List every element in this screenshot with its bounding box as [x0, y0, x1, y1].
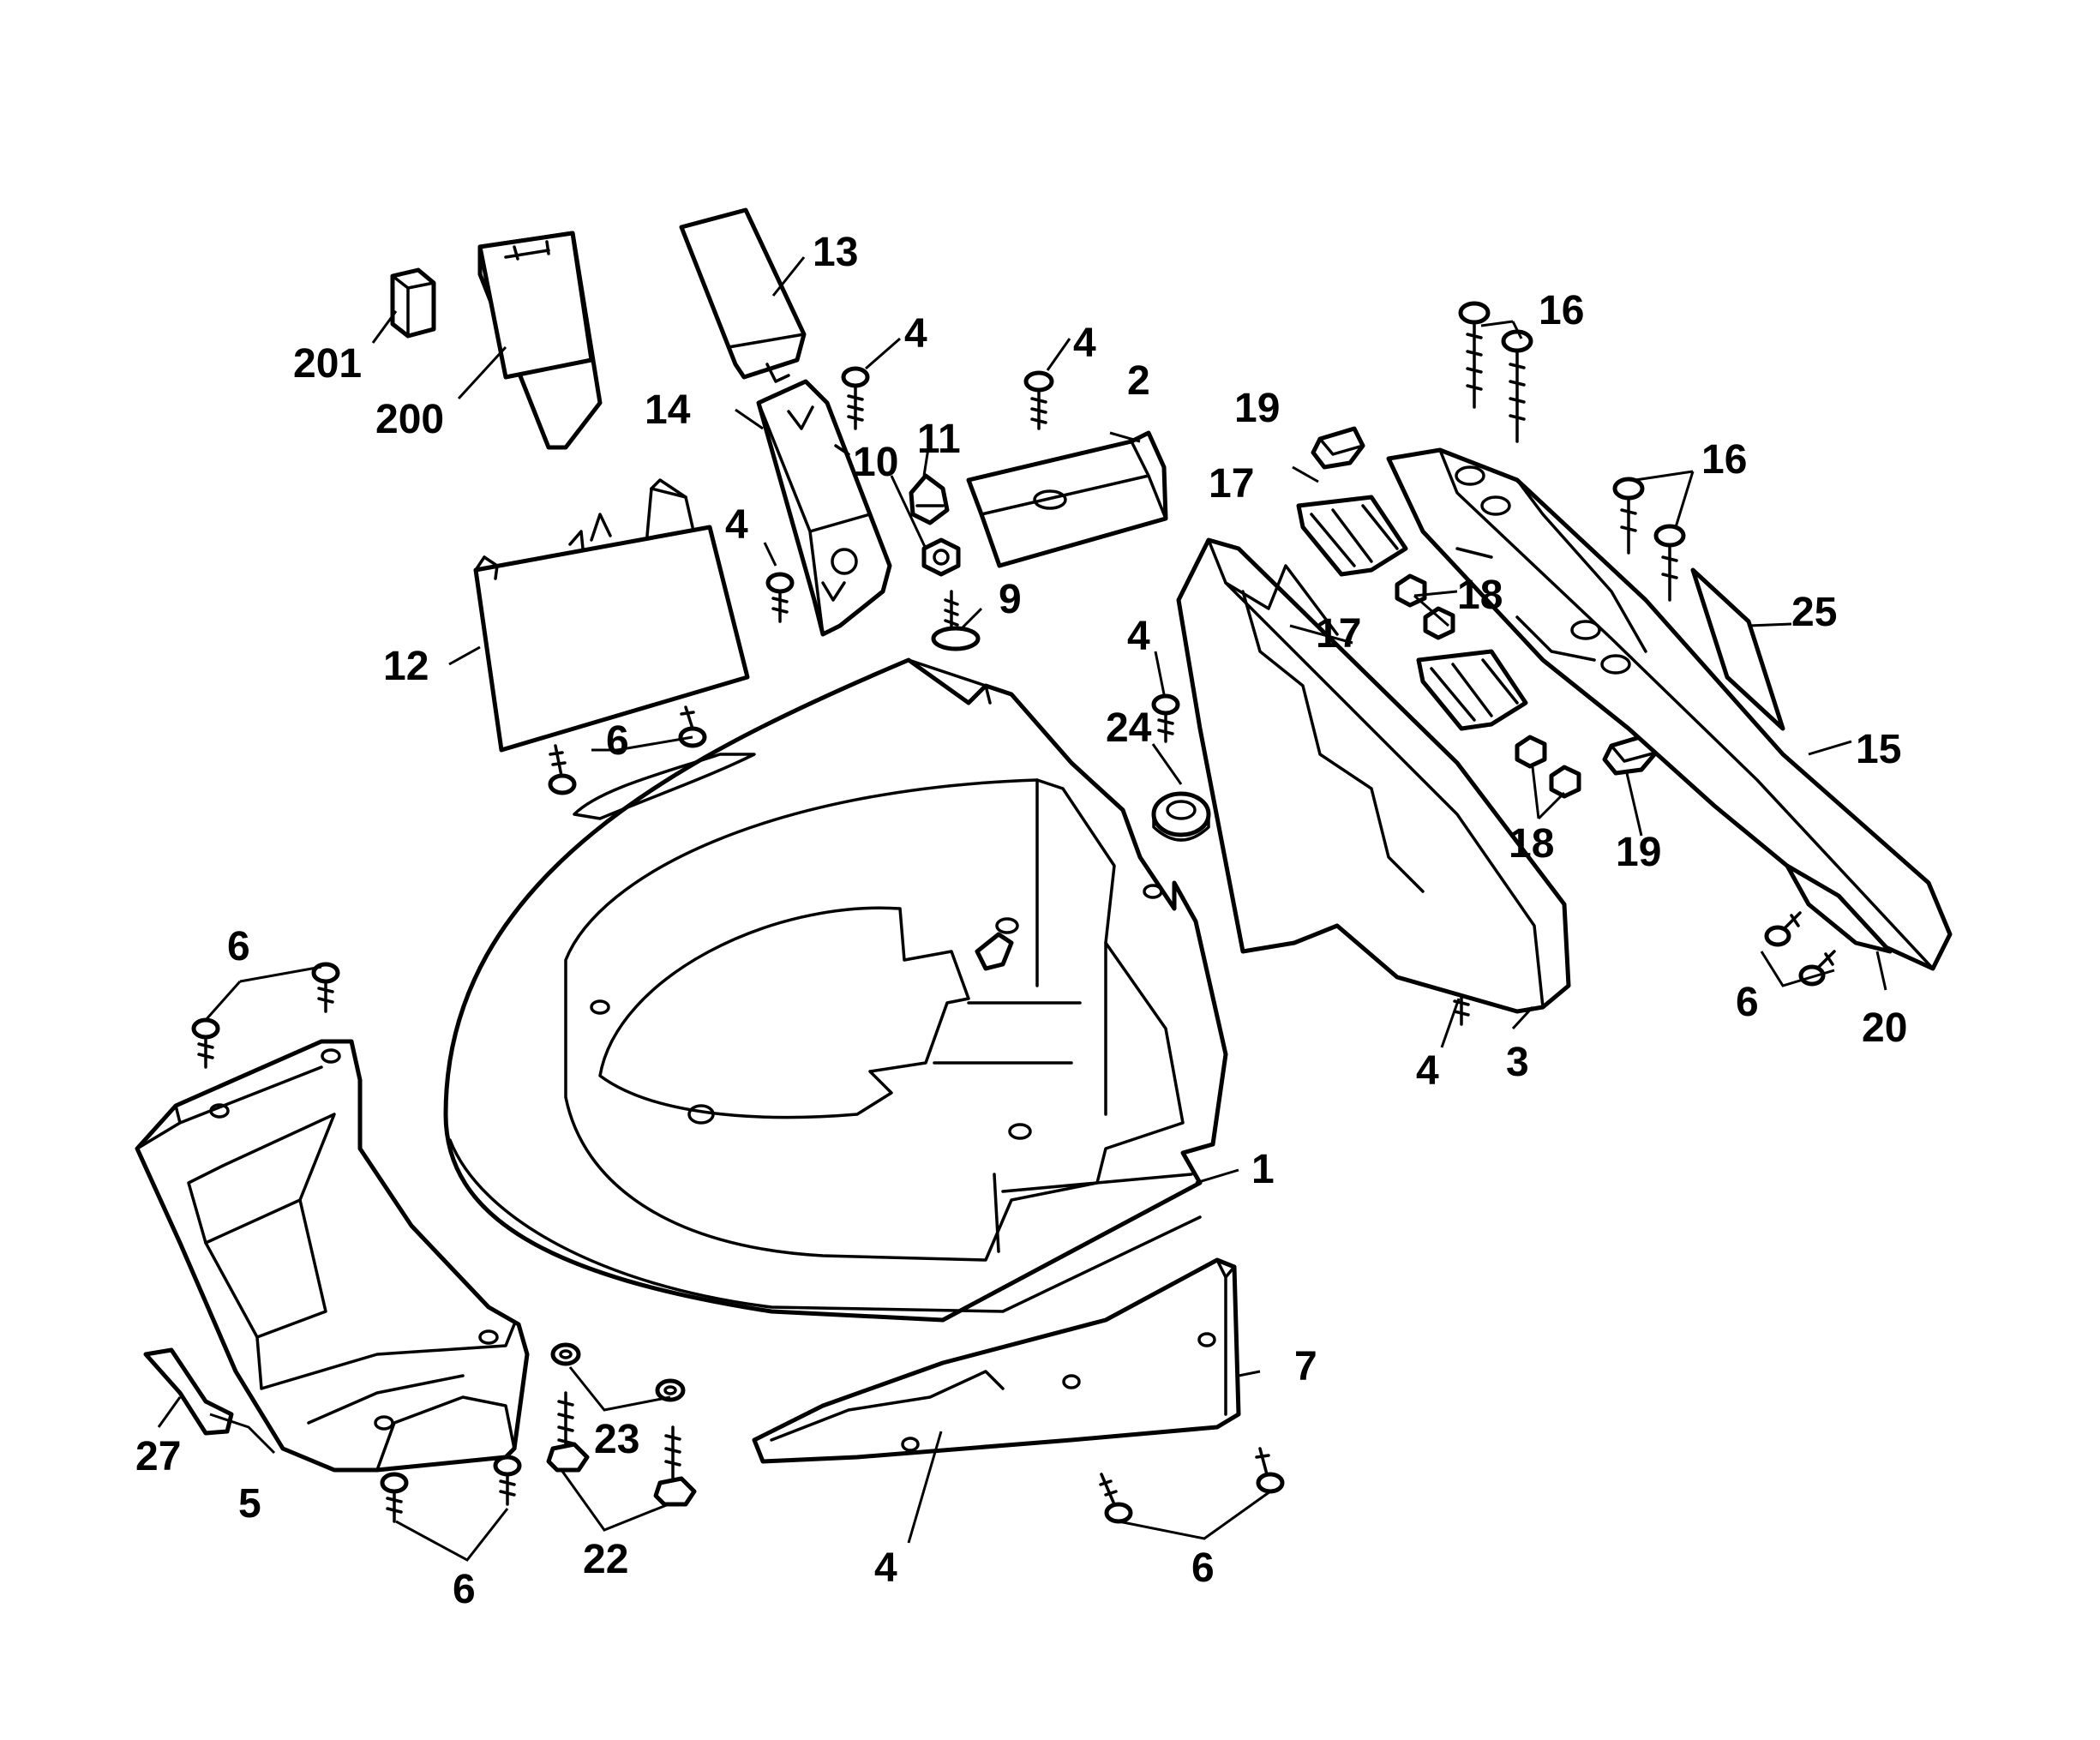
callout-6-panel: 6	[606, 718, 629, 764]
callout-200: 200	[375, 397, 444, 442]
callout-4-mid-left: 4	[725, 502, 748, 548]
callout-16-top: 17	[1209, 461, 1254, 507]
callout-6-right: 6	[1736, 980, 1759, 1025]
callout-10: 10	[853, 440, 898, 485]
part-201-connector	[390, 267, 436, 339]
callout-19-top: 19	[1234, 386, 1280, 431]
part-22-bolts	[546, 1391, 697, 1507]
callout-17-top: 16	[1539, 288, 1584, 333]
callout-4-top-right: 4	[1073, 321, 1096, 366]
screw-6-panel-right	[678, 705, 707, 748]
part-18-nuts	[1395, 573, 1581, 799]
callout-5: 5	[238, 1481, 261, 1527]
part-15-rail	[1386, 447, 1953, 971]
callout-4-top-center: 4	[904, 311, 927, 357]
part-200-battery	[477, 231, 603, 450]
part-16-hinge-bottom	[1416, 649, 1528, 731]
part-27-strip	[143, 1347, 234, 1436]
part-19-plug-top	[1311, 426, 1365, 470]
screw-4-top-right	[1023, 370, 1054, 430]
callout-16-bottom: 17	[1316, 611, 1361, 657]
callout-2: 2	[1127, 358, 1150, 404]
callout-3: 3	[1506, 1040, 1529, 1085]
part-7-side-plate	[752, 1257, 1241, 1464]
callout-17-right: 16	[1701, 437, 1747, 483]
part-25-label	[1690, 567, 1785, 731]
screw-6-left-top-b	[191, 1017, 220, 1069]
callout-14: 14	[645, 387, 691, 433]
callout-6-bottom: 6	[1191, 1545, 1215, 1591]
leader-lines	[157, 256, 1887, 1562]
callout-27: 27	[135, 1434, 181, 1479]
callout-24: 24	[1106, 705, 1152, 751]
part-12-control-panel	[473, 478, 750, 753]
part-14-switch-box	[756, 379, 892, 637]
callout-7: 7	[1294, 1344, 1317, 1389]
part-23-washers	[550, 1342, 686, 1402]
part-2-bracket	[966, 430, 1168, 568]
screw-6-bottom-b	[1255, 1447, 1285, 1494]
callout-4-right-bottom: 4	[1416, 1048, 1439, 1094]
callout-labels: 201 200 13 14 4 4 2 11 10 4 9 12 6 4 24 …	[135, 230, 1907, 1612]
screw-6-right-a	[1764, 911, 1802, 947]
callout-25: 25	[1791, 590, 1837, 635]
callout-11: 11	[917, 417, 961, 462]
callout-18-bottom: 18	[1509, 821, 1554, 867]
screw-6-left-bottom-a	[380, 1472, 409, 1523]
callout-18-top: 18	[1457, 573, 1503, 618]
screw-4-mid-right	[1151, 693, 1180, 743]
callout-12: 12	[383, 644, 429, 689]
callout-6-left-top: 6	[227, 924, 250, 969]
callout-13: 13	[813, 230, 858, 275]
part-1-deck	[443, 657, 1228, 1323]
callout-23: 23	[594, 1417, 639, 1462]
callout-19-bottom: 19	[1616, 830, 1661, 875]
callout-4-mid-right: 4	[1127, 614, 1150, 659]
screw-4-top-center	[841, 366, 870, 430]
screw-6-left-bottom-b	[493, 1455, 522, 1506]
part-20-plate	[1785, 863, 1893, 954]
callout-20: 20	[1862, 1005, 1907, 1051]
part-17-bolts	[1458, 301, 1686, 602]
callout-15: 15	[1856, 727, 1901, 772]
callout-9: 9	[999, 577, 1022, 622]
callout-201: 201	[293, 341, 362, 387]
part-16-hinge-top	[1296, 495, 1408, 577]
screw-6-left-top-a	[311, 962, 340, 1013]
part-13-cover	[679, 207, 807, 383]
callout-1: 1	[1251, 1147, 1275, 1192]
screw-4-mid-left	[765, 572, 795, 623]
callout-4-bottom: 4	[874, 1545, 897, 1591]
part-24-grommet	[1151, 791, 1211, 842]
screw-6-bottom-a	[1099, 1473, 1133, 1524]
part-11-cap-nut	[909, 473, 950, 525]
callout-22: 22	[583, 1537, 628, 1582]
callout-6-left-bottom: 6	[453, 1567, 476, 1612]
part-10-nut	[921, 537, 961, 577]
screw-6-panel-left	[548, 744, 577, 795]
part-9-bolt	[931, 590, 981, 651]
part-5-rear-flap	[135, 1039, 530, 1473]
